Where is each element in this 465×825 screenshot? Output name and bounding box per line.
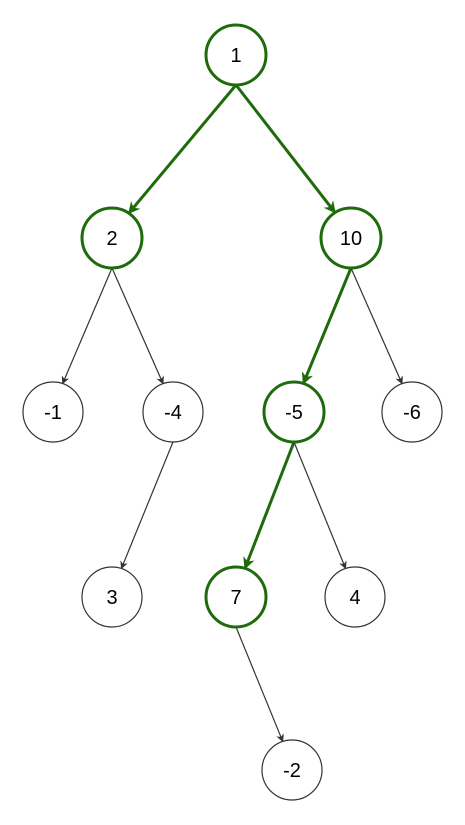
edge-nm5-to-n7 (243, 441, 296, 570)
edge-n2-to-nm4 (111, 267, 164, 385)
tree-node-n7: 7 (204, 565, 268, 629)
node-label: -2 (283, 760, 301, 782)
edge-nm4-to-n3 (120, 441, 174, 570)
node-label: 4 (349, 587, 360, 609)
node-circle (324, 566, 386, 628)
node-circle (262, 380, 326, 444)
node-label: -1 (44, 402, 62, 424)
node-circle (319, 206, 383, 270)
edge-n1-to-n10 (234, 84, 337, 214)
tree-node-nm4: -4 (142, 381, 204, 443)
node-label: -4 (164, 402, 182, 424)
node-circle (204, 565, 268, 629)
nodes-layer: 1 2 10 -1 -4 -5 -6 3 7 4 -2 (22, 23, 443, 801)
tree-node-nm2: -2 (261, 739, 323, 801)
edge-n10-to-nm5 (301, 267, 353, 385)
tree-node-n1: 1 (204, 23, 268, 87)
node-label: 10 (340, 228, 362, 250)
node-label: 7 (230, 587, 241, 609)
node-circle (381, 381, 443, 443)
tree-node-n2: 2 (80, 206, 144, 270)
node-label: -5 (285, 402, 303, 424)
tree-node-nm1: -1 (22, 381, 84, 443)
edge-n10-to-nm6 (350, 267, 403, 385)
edge-n2-to-nm1 (61, 267, 113, 385)
node-circle (204, 23, 268, 87)
tree-node-n4: 4 (324, 566, 386, 628)
tree-node-n10: 10 (319, 206, 383, 270)
node-circle (142, 381, 204, 443)
node-label: 3 (106, 587, 117, 609)
node-label: -6 (403, 402, 421, 424)
edge-nm5-to-n4 (293, 441, 347, 570)
node-label: 1 (230, 45, 241, 67)
edge-n1-to-n2 (127, 84, 238, 215)
tree-node-n3: 3 (81, 566, 143, 628)
node-circle (22, 381, 84, 443)
node-circle (81, 566, 143, 628)
tree-node-nm5: -5 (262, 380, 326, 444)
edge-n7-to-nm2 (235, 626, 284, 743)
node-label: 2 (106, 228, 117, 250)
edges-layer (61, 84, 403, 743)
node-circle (261, 739, 323, 801)
tree-node-nm6: -6 (381, 381, 443, 443)
node-circle (80, 206, 144, 270)
